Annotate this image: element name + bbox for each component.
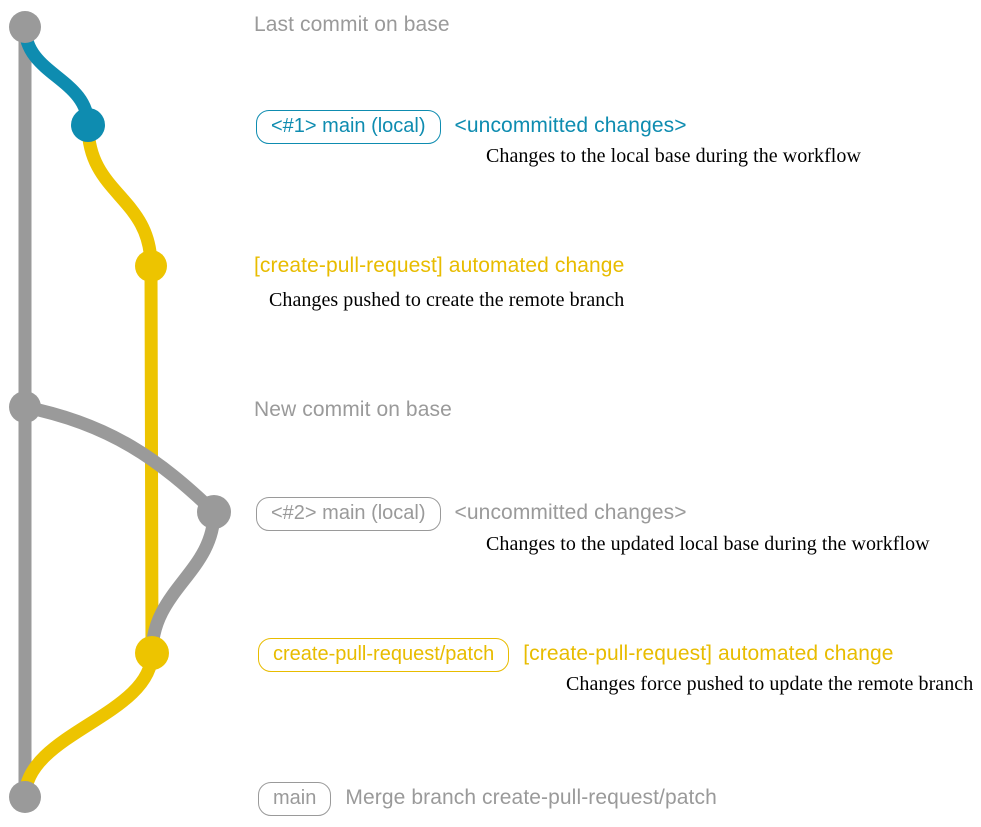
commit-row-new-commit-on-base: New commit on base: [254, 398, 452, 422]
commit-description: Changes to the local base during the wor…: [486, 145, 861, 167]
branch-badge-create-pull-request-patch[interactable]: create-pull-request/patch: [258, 638, 510, 672]
commit-node-local-2[interactable]: [197, 495, 231, 529]
edge-local1-to-patch1: [81, 118, 158, 273]
commit-subject: <uncommitted changes>: [454, 114, 687, 137]
commit-row-merge: main Merge branch create-pull-request/pa…: [258, 782, 717, 816]
edge-base-to-local1: [18, 20, 95, 132]
edge-local2-to-patch2: [145, 505, 221, 660]
commit-subject: [create-pull-request] automated change: [523, 642, 894, 665]
commit-row-local-2: <#2> main (local) <uncommitted changes>: [256, 497, 687, 531]
branch-badge-main[interactable]: main: [258, 782, 332, 816]
commit-description: Changes pushed to create the remote bran…: [269, 289, 625, 311]
commit-subject: New commit on base: [254, 398, 452, 421]
commit-description: Changes to the updated local base during…: [486, 533, 930, 555]
commit-row-last-commit-on-base: Last commit on base: [254, 13, 450, 37]
commit-node-patch-1[interactable]: [135, 250, 167, 282]
branch-badge-main-local-1[interactable]: <#1> main (local): [256, 110, 441, 144]
commit-node-local-1[interactable]: [71, 108, 105, 142]
commit-description: Changes force pushed to update the remot…: [566, 673, 974, 695]
commit-subject: Merge branch create-pull-request/patch: [345, 786, 717, 809]
commit-node-base-2[interactable]: [9, 391, 41, 423]
commit-row-patch-2: create-pull-request/patch [create-pull-r…: [258, 638, 894, 672]
commit-subject: Last commit on base: [254, 13, 450, 36]
commit-row-local-1: <#1> main (local) <uncommitted changes>: [256, 110, 687, 144]
edge-patch2-to-merge: [18, 646, 159, 804]
commit-node-base-1[interactable]: [9, 11, 41, 43]
edge-base2-to-local2: [18, 400, 221, 519]
branch-badge-main-local-2[interactable]: <#2> main (local): [256, 497, 441, 531]
commit-node-patch-2[interactable]: [135, 636, 169, 670]
commit-subject: [create-pull-request] automated change: [254, 254, 625, 277]
commit-row-patch-1: [create-pull-request] automated change: [254, 254, 624, 278]
commit-subject: <uncommitted changes>: [454, 501, 687, 524]
commit-node-merge[interactable]: [9, 781, 41, 813]
